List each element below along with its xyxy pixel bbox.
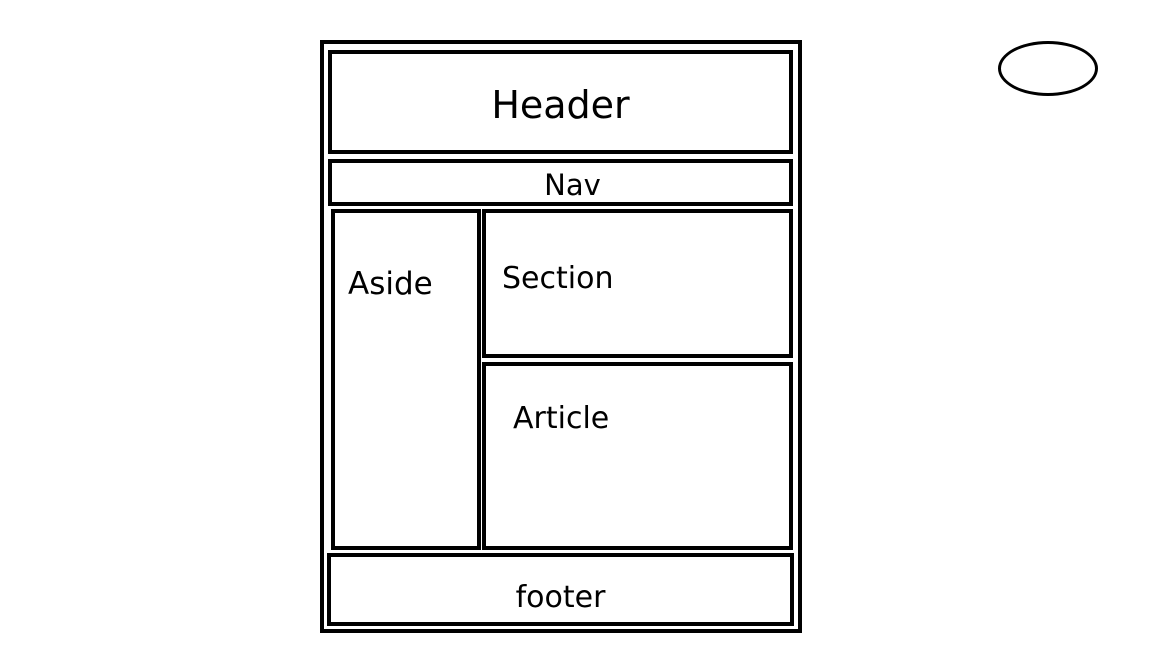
footer-label: footer	[515, 580, 606, 615]
nav-label: Nav	[544, 168, 601, 202]
footer-block: footer	[327, 553, 794, 626]
nav-block: Nav	[328, 159, 793, 206]
article-label: Article	[513, 401, 610, 436]
section-label: Section	[502, 261, 614, 296]
aside-block: Aside	[331, 209, 481, 550]
aside-label: Aside	[348, 266, 433, 302]
article-block: Article	[482, 362, 793, 550]
header-label: Header	[491, 83, 630, 127]
page-layout-frame	[320, 40, 802, 633]
header-block: Header	[328, 50, 793, 154]
ellipse-shape	[998, 41, 1098, 96]
section-block: Section	[482, 209, 793, 358]
